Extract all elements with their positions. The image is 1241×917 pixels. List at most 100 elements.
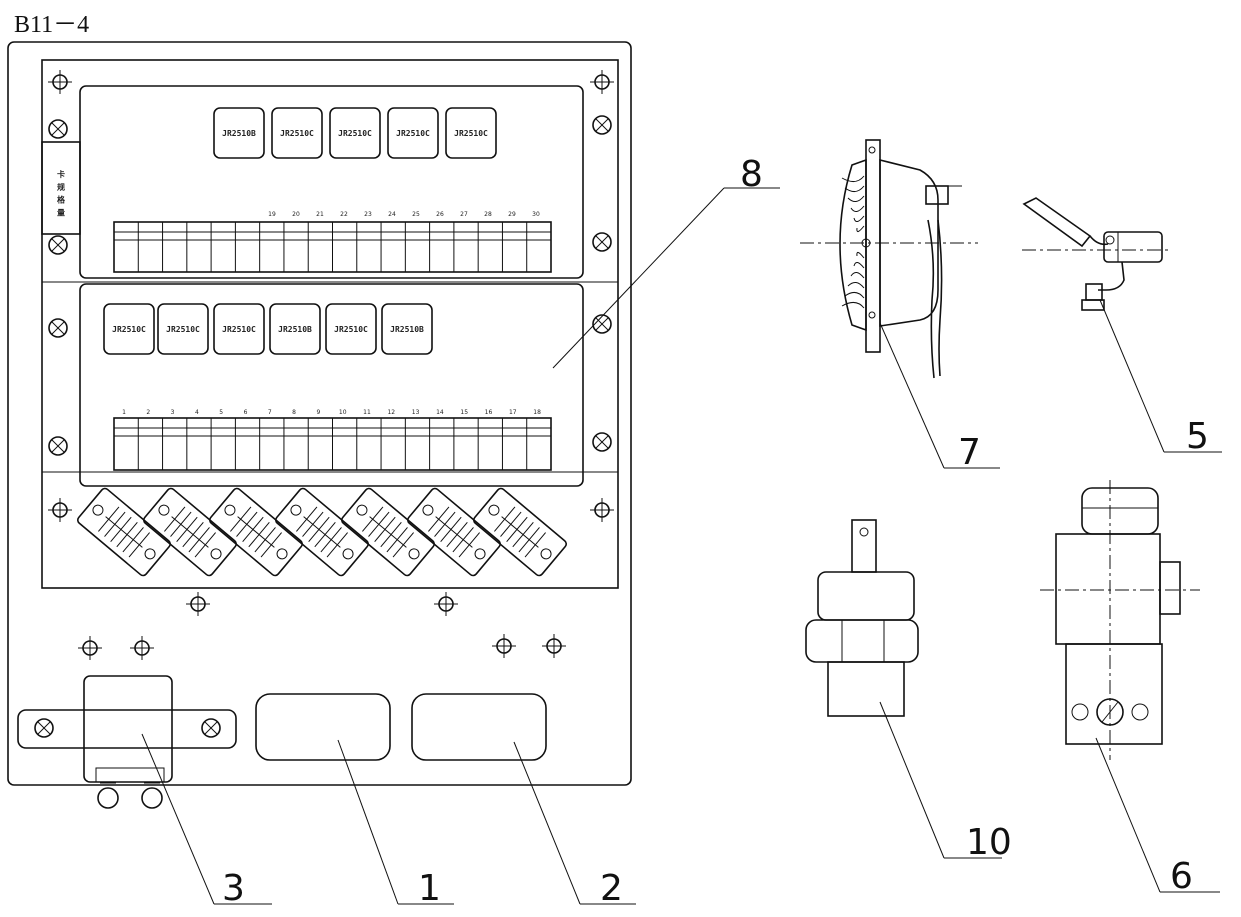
fuse-number: 28 [484,211,492,218]
callout-8: 10 [966,822,1012,863]
callout-6: 8 [740,154,763,195]
screw-icon [201,718,221,738]
relay-label: JR2510C [396,129,430,138]
fuse-number: 9 [316,409,320,416]
connector [274,487,370,577]
fuse-number: 13 [412,409,420,416]
connector [406,487,502,577]
relay: JR2510C [157,303,209,355]
relay: JR2510C [445,107,497,159]
fuse-relay-panel: 卡 规 格 量 [7,41,632,786]
fuse-number: 22 [340,211,348,218]
callout-1: 1 [418,868,441,909]
relay: JR2510B [213,107,265,159]
connector [340,487,436,577]
fuse-number: 5 [219,409,223,416]
part-1-cutout [255,693,391,761]
relay-label: JR2510C [280,129,314,138]
fuse-number: 23 [364,211,372,218]
screw-icon [48,436,68,456]
hole-icon [48,498,72,522]
upper-fuse-block [113,221,552,273]
fuse-number: 7 [268,409,272,416]
fuse-number: 14 [436,409,444,416]
relay: JR2510B [269,303,321,355]
fuse-number: 6 [244,409,248,416]
part-7-buzzer [800,139,978,379]
fuse-number: 8 [292,409,296,416]
callout-5: 5 [1186,416,1209,457]
hole-icon [590,70,614,94]
terminal-connectors [76,487,568,577]
relay-label: JR2510C [338,129,372,138]
part-8-sensor [805,519,919,717]
screw-icon [592,115,612,135]
fuse-number: 26 [436,211,444,218]
hole-icon [434,592,458,616]
fuse-number: 30 [532,211,540,218]
fuse-number: 16 [485,409,493,416]
lower-fuse-block [113,417,552,471]
screw-icon [48,235,68,255]
fuse-number: 21 [316,211,324,218]
relay-label: JR2510B [222,129,256,138]
relay-label: JR2510C [166,325,200,334]
hole-icon [492,634,516,658]
relay: JR2510C [103,303,155,355]
hole-icon [130,636,154,660]
leader-lines [141,187,1222,905]
connector [142,487,238,577]
relay-label: JR2510C [112,325,146,334]
fuse-number: 11 [363,409,371,416]
screw-icon [48,318,68,338]
part-3-bracket [17,675,237,809]
fuse-number: 1 [122,409,126,416]
part-5-lever-switch [1022,197,1170,311]
hole-icon [186,592,210,616]
fuse-number: 29 [508,211,516,218]
relay-label: JR2510C [334,325,368,334]
fuse-number: 18 [533,409,541,416]
fuse-number: 4 [195,409,199,416]
relay-label: JR2510C [454,129,488,138]
fuse-number: 12 [387,409,395,416]
fuse-number: 20 [292,211,300,218]
connector [76,487,172,577]
fuse-number: 24 [388,211,396,218]
relay-label: JR2510B [278,325,312,334]
part-10-valve [1040,480,1200,760]
mount-holes [48,70,614,660]
fuse-number: 3 [171,409,175,416]
screw-icon [48,119,68,139]
hole-icon [48,70,72,94]
relay: JR2510B [381,303,433,355]
panel-screws [34,115,612,738]
upper-relays: JR2510B JR2510C JR2510C JR2510C JR2510C [213,107,497,159]
fuse-number: 19 [268,211,276,218]
lower-relays: JR2510C JR2510C JR2510C JR2510B JR2510C JR251… [103,303,433,355]
relay: JR2510C [213,303,265,355]
callout-2: 2 [600,868,623,909]
relay: JR2510C [329,107,381,159]
connector [472,487,568,577]
relay: JR2510C [325,303,377,355]
side-label-block [41,141,81,235]
hole-icon [78,636,102,660]
relay: JR2510C [271,107,323,159]
callout-7: 7 [958,432,981,473]
fuse-number: 2 [146,409,150,416]
connector [208,487,304,577]
fuse-number: 10 [339,409,347,416]
screw-icon [592,232,612,252]
hole-icon [590,498,614,522]
upper-relay-board [79,85,584,279]
relay: JR2510C [387,107,439,159]
fuse-number: 25 [412,211,420,218]
side-label: 卡 规 格 量 [56,169,66,217]
relay-label: JR2510B [390,325,424,334]
screw-icon [34,718,54,738]
callout-10: 6 [1170,856,1193,897]
